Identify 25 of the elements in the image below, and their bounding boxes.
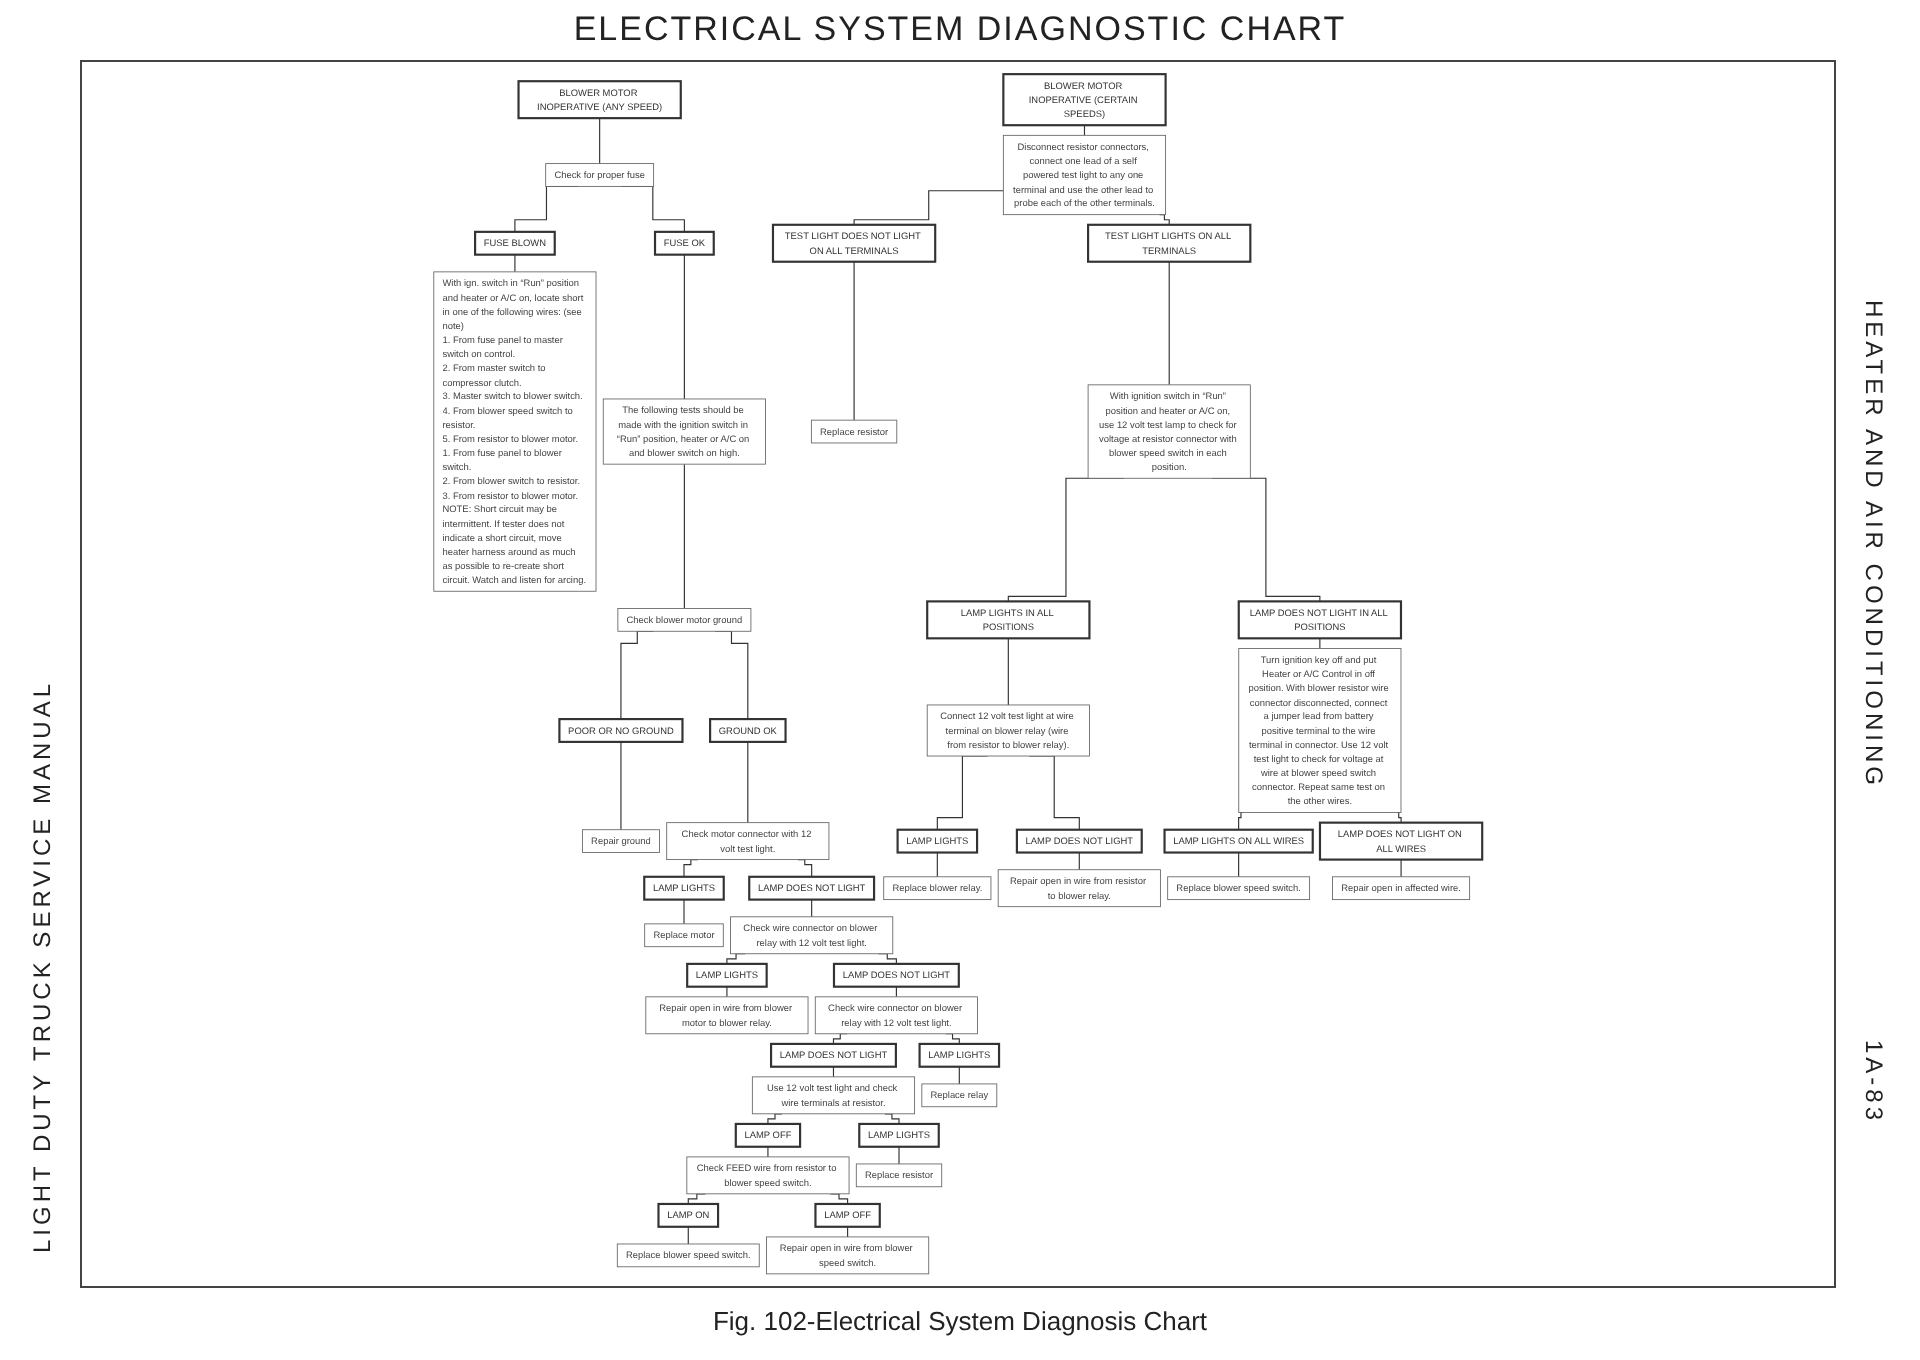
connector: [853, 261, 855, 421]
connector: [767, 1146, 769, 1158]
connector: [1238, 851, 1240, 878]
connector: [599, 117, 601, 165]
connector: [683, 899, 685, 925]
chart-title: ELECTRICAL SYSTEM DIAGNOSTIC CHART: [573, 10, 1347, 50]
connector: [1238, 811, 1244, 831]
margin-heading: LIGHT DUTY TRUCK SERVICE MANUAL: [28, 680, 56, 1253]
connector: [898, 1146, 900, 1165]
connector: [683, 254, 685, 400]
margin-heading: 1A-83: [1860, 1040, 1888, 1125]
connector: [1007, 637, 1009, 706]
connector: [1319, 637, 1321, 650]
connector: [683, 463, 685, 610]
figure-caption: Fig. 102-Electrical System Diagnosis Chart: [712, 1306, 1208, 1336]
connector: [1395, 811, 1402, 824]
connector: [1168, 261, 1170, 386]
connector: [853, 190, 1004, 226]
connector: [514, 254, 516, 273]
margin-heading: HEATER AND AIR CONDITIONING: [1860, 300, 1888, 789]
connector: [726, 986, 728, 998]
connector: [936, 851, 938, 878]
connector: [747, 741, 749, 824]
connector: [1400, 859, 1402, 878]
connector: [620, 741, 622, 831]
